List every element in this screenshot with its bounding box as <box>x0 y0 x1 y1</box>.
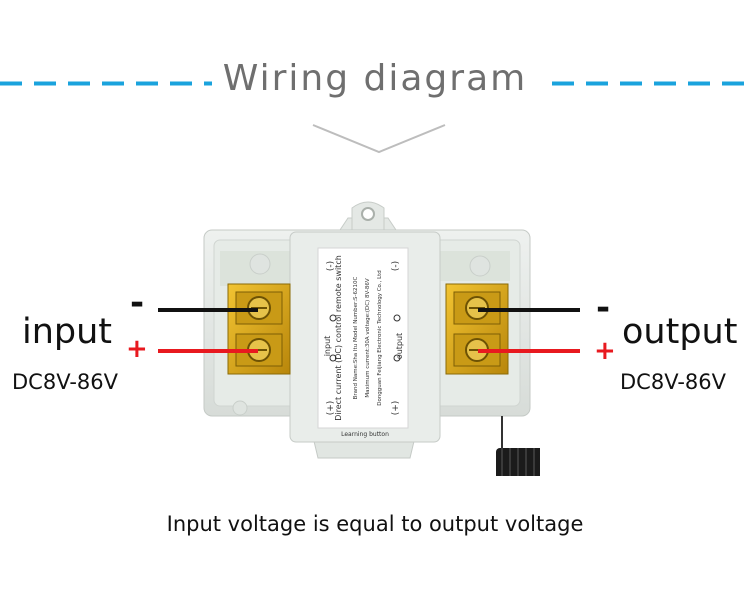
output-terminal-block <box>445 283 509 375</box>
ground-symbol-icon <box>329 314 337 322</box>
sticker-minus-mark-right: (-) <box>391 261 401 271</box>
chevron-down-icon <box>312 124 446 154</box>
caption: Input voltage is equal to output voltage <box>166 512 584 536</box>
sticker-output-label: output <box>395 333 404 359</box>
page-title: Wiring diagram <box>222 58 528 99</box>
antenna-coil <box>496 416 540 476</box>
input-wires <box>158 308 258 353</box>
learning-button-label: Learning button <box>341 431 389 438</box>
input-voltage: DC8V-86V <box>12 370 118 394</box>
sticker-plus-mark-left: (+) <box>326 401 336 416</box>
output-plus-sign: + <box>594 336 616 366</box>
sticker-input-label: input <box>323 336 332 357</box>
output-label: output <box>622 312 738 352</box>
input-plus-sign: + <box>126 334 148 364</box>
output-wires <box>478 308 580 353</box>
header-dashed-line-left <box>0 81 212 86</box>
output-voltage: DC8V-86V <box>620 370 726 394</box>
sticker-line-2: Maximum current:30A voltage:(DC) 8V-86V <box>365 278 371 397</box>
sticker-plus-mark-right: (+) <box>391 401 401 416</box>
sticker-line-1: Brand Name:Sha Itu Model Number:S-6210C <box>353 276 359 399</box>
sticker-title: Direct current (DC) control remote switc… <box>334 255 343 421</box>
device-sticker <box>317 247 409 429</box>
sticker-minus-mark-left: (-) <box>326 261 336 271</box>
input-terminal-block <box>227 283 291 375</box>
sticker-line-3: Dongguan Feijiang Electronic Technology … <box>377 270 383 406</box>
output-minus-sign: - <box>596 288 611 328</box>
relay-switch-device: Direct current (DC) control remote switc… <box>203 201 540 476</box>
input-label: input <box>22 312 113 352</box>
input-minus-sign: - <box>130 283 145 323</box>
